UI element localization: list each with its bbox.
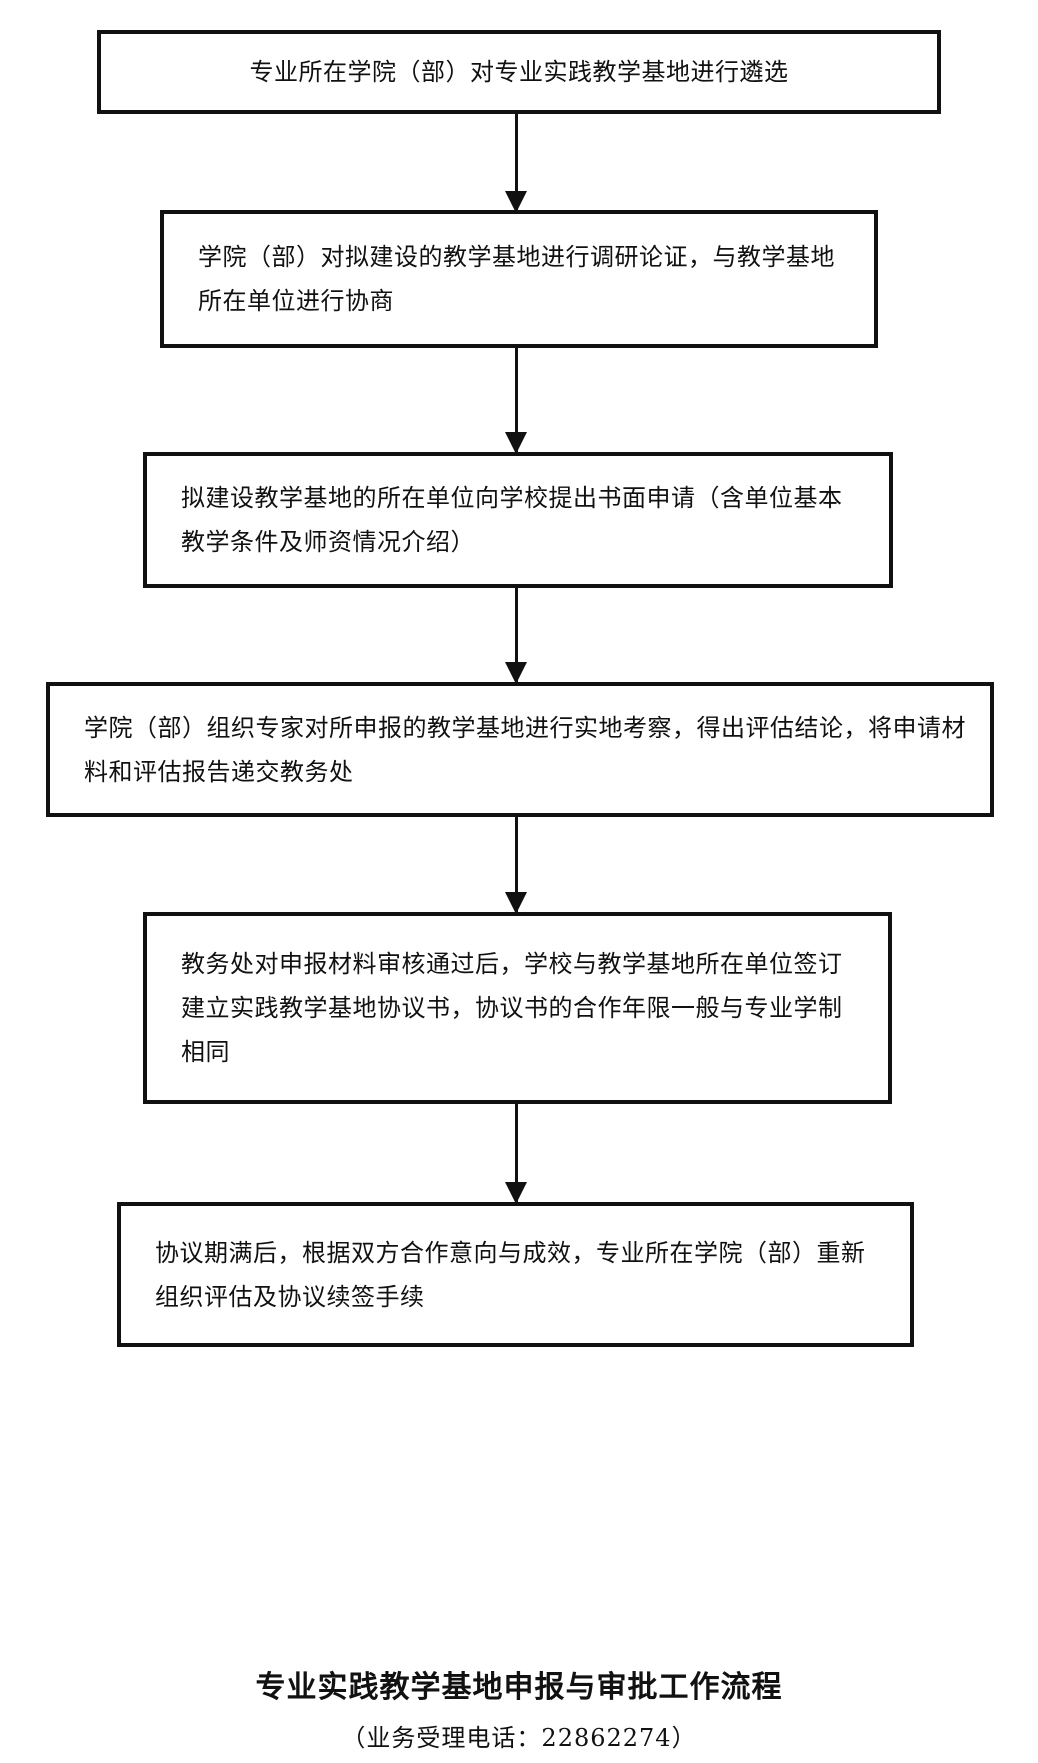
contact-phone: （业务受理电话：22862274） (341, 1724, 697, 1752)
flow-step-6: 协议期满后，根据双方合作意向与成效，专业所在学院（部）重新组织评估及协议续签手续 (117, 1202, 914, 1347)
down-arrow-icon (505, 588, 527, 684)
flow-step-3-text-wrap: 拟建设教学基地的所在单位向学校提出书面申请（含单位基本教学条件及师资情况介绍） (181, 456, 865, 584)
diagram-title: 专业实践教学基地申报与审批工作流程 (255, 1670, 783, 1705)
down-arrow-icon (505, 1104, 527, 1204)
flow-step-2-text: 学院（部）对拟建设的教学基地进行调研论证，与教学基地所在单位进行协商 (198, 243, 835, 315)
flow-step-4-text: 学院（部）组织专家对所申报的教学基地进行实地考察，得出评估结论，将申请材料和评估… (84, 713, 966, 786)
flow-step-6-text: 协议期满后，根据双方合作意向与成效，专业所在学院（部）重新组织评估及协议续签手续 (155, 1238, 866, 1311)
flow-step-4: 学院（部）组织专家对所申报的教学基地进行实地考察，得出评估结论，将申请材料和评估… (46, 682, 994, 817)
down-arrow-icon (505, 817, 527, 914)
flow-step-2-text-wrap: 学院（部）对拟建设的教学基地进行调研论证，与教学基地所在单位进行协商 (198, 214, 850, 344)
flow-step-3: 拟建设教学基地的所在单位向学校提出书面申请（含单位基本教学条件及师资情况介绍） (143, 452, 893, 588)
flow-step-5-text: 教务处对申报材料审核通过后，学校与教学基地所在单位签订建立实践教学基地协议书，协… (181, 950, 843, 1066)
down-arrow-icon (505, 114, 527, 213)
flow-step-5-text-wrap: 教务处对申报材料审核通过后，学校与教学基地所在单位签订建立实践教学基地协议书，协… (181, 916, 864, 1100)
flow-step-2: 学院（部）对拟建设的教学基地进行调研论证，与教学基地所在单位进行协商 (160, 210, 878, 348)
down-arrow-icon (505, 348, 527, 454)
flow-step-4-text-wrap: 学院（部）组织专家对所申报的教学基地进行实地考察，得出评估结论，将申请材料和评估… (84, 686, 966, 813)
flow-step-3-text: 拟建设教学基地的所在单位向学校提出书面申请（含单位基本教学条件及师资情况介绍） (181, 484, 843, 556)
flow-step-1-text: 专业所在学院（部）对专业实践教学基地进行遴选 (249, 58, 789, 86)
flow-step-6-text-wrap: 协议期满后，根据双方合作意向与成效，专业所在学院（部）重新组织评估及协议续签手续 (155, 1206, 886, 1343)
flow-step-1-text-wrap: 专业所在学院（部）对专业实践教学基地进行遴选 (121, 34, 917, 110)
flow-step-1: 专业所在学院（部）对专业实践教学基地进行遴选 (97, 30, 941, 114)
flow-step-5: 教务处对申报材料审核通过后，学校与教学基地所在单位签订建立实践教学基地协议书，协… (143, 912, 892, 1104)
